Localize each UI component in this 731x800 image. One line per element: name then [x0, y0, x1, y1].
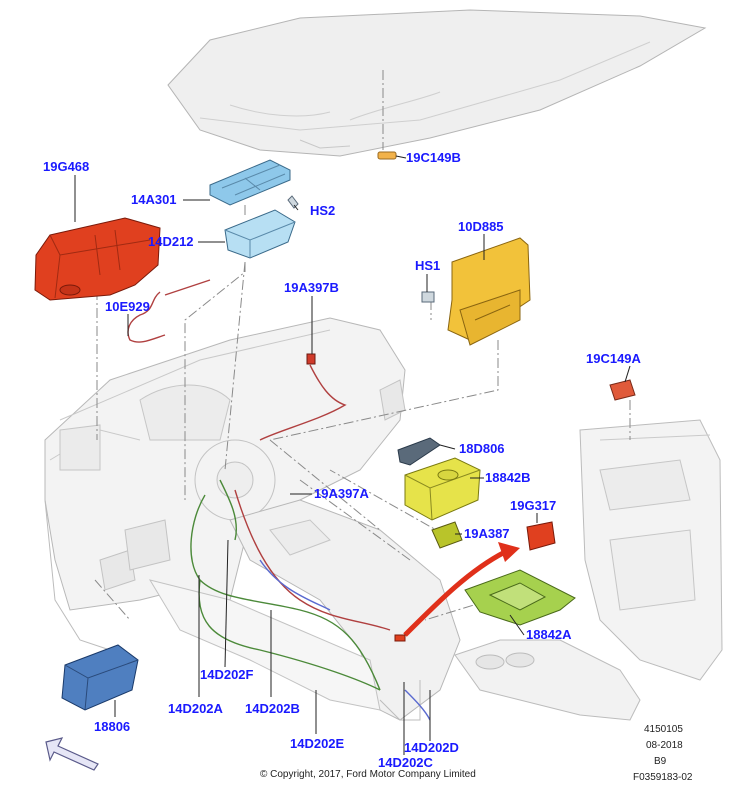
reference-number: 4150105: [644, 724, 683, 735]
dashboard: [44, 317, 406, 651]
callout-14d212[interactable]: 14D212: [148, 234, 194, 249]
callout-14d202f[interactable]: 14D202F: [200, 667, 254, 682]
callout-19a387[interactable]: 19A387: [464, 526, 510, 541]
callout-19a397a[interactable]: 19A397A: [314, 486, 369, 501]
amplifier-18842b: [404, 457, 481, 521]
sensor-19a397b: [306, 353, 316, 365]
wiring-harness: [127, 279, 431, 721]
callout-10e929[interactable]: 10E929: [105, 299, 150, 314]
orientation-arrow: [45, 737, 99, 771]
callout-14a301[interactable]: 14A301: [131, 192, 177, 207]
module-19g468: [34, 217, 161, 301]
callout-19c149a[interactable]: 19C149A: [586, 351, 641, 366]
callout-leaders: [74, 155, 631, 755]
diagram-date: 08-2018: [646, 740, 683, 751]
callout-19c149b[interactable]: 19C149B: [406, 150, 461, 165]
part-hs1: [421, 291, 435, 303]
callout-18842a[interactable]: 18842A: [526, 627, 572, 642]
callout-19a397b[interactable]: 19A397B: [284, 280, 339, 295]
display-10d885: [447, 237, 531, 346]
callout-19g317[interactable]: 19G317: [510, 498, 557, 513]
callout-14d202c[interactable]: 14D202C: [378, 755, 433, 770]
callout-18d806[interactable]: 18D806: [459, 441, 505, 456]
callout-14d202b[interactable]: 14D202B: [245, 701, 300, 716]
module-14d212: [224, 209, 296, 259]
module-18d806: [397, 437, 441, 466]
headliner: [167, 9, 707, 157]
diagram-version: B9: [654, 756, 667, 767]
copyright-notice: © Copyright, 2017, Ford Motor Company Li…: [260, 769, 476, 780]
connector-19a387: [431, 521, 463, 549]
callout-19g468[interactable]: 19G468: [43, 159, 90, 174]
callout-hs2[interactable]: HS2: [310, 203, 336, 218]
location-arrow: [403, 542, 520, 637]
module-18806: [61, 644, 139, 711]
rear-console: [454, 639, 641, 721]
trim-18842a: [464, 569, 576, 626]
dashed-leaders: [94, 70, 631, 621]
callout-14d202a[interactable]: 14D202A: [168, 701, 223, 716]
door-panel: [579, 419, 723, 681]
callout-hs1[interactable]: HS1: [415, 258, 441, 273]
module-19g317: [526, 521, 556, 551]
roof-lamp: [377, 151, 397, 160]
bracket-14a301: [209, 159, 299, 209]
callout-14d202d[interactable]: 14D202D: [404, 740, 459, 755]
connector-console: [394, 634, 406, 642]
callout-18842b[interactable]: 18842B: [485, 470, 531, 485]
figure-id: F0359183-02: [633, 772, 693, 783]
callout-14d202e[interactable]: 14D202E: [290, 736, 345, 751]
callout-10d885[interactable]: 10D885: [458, 219, 504, 234]
lamp-19c149a: [609, 379, 636, 401]
callout-18806[interactable]: 18806: [94, 719, 131, 734]
